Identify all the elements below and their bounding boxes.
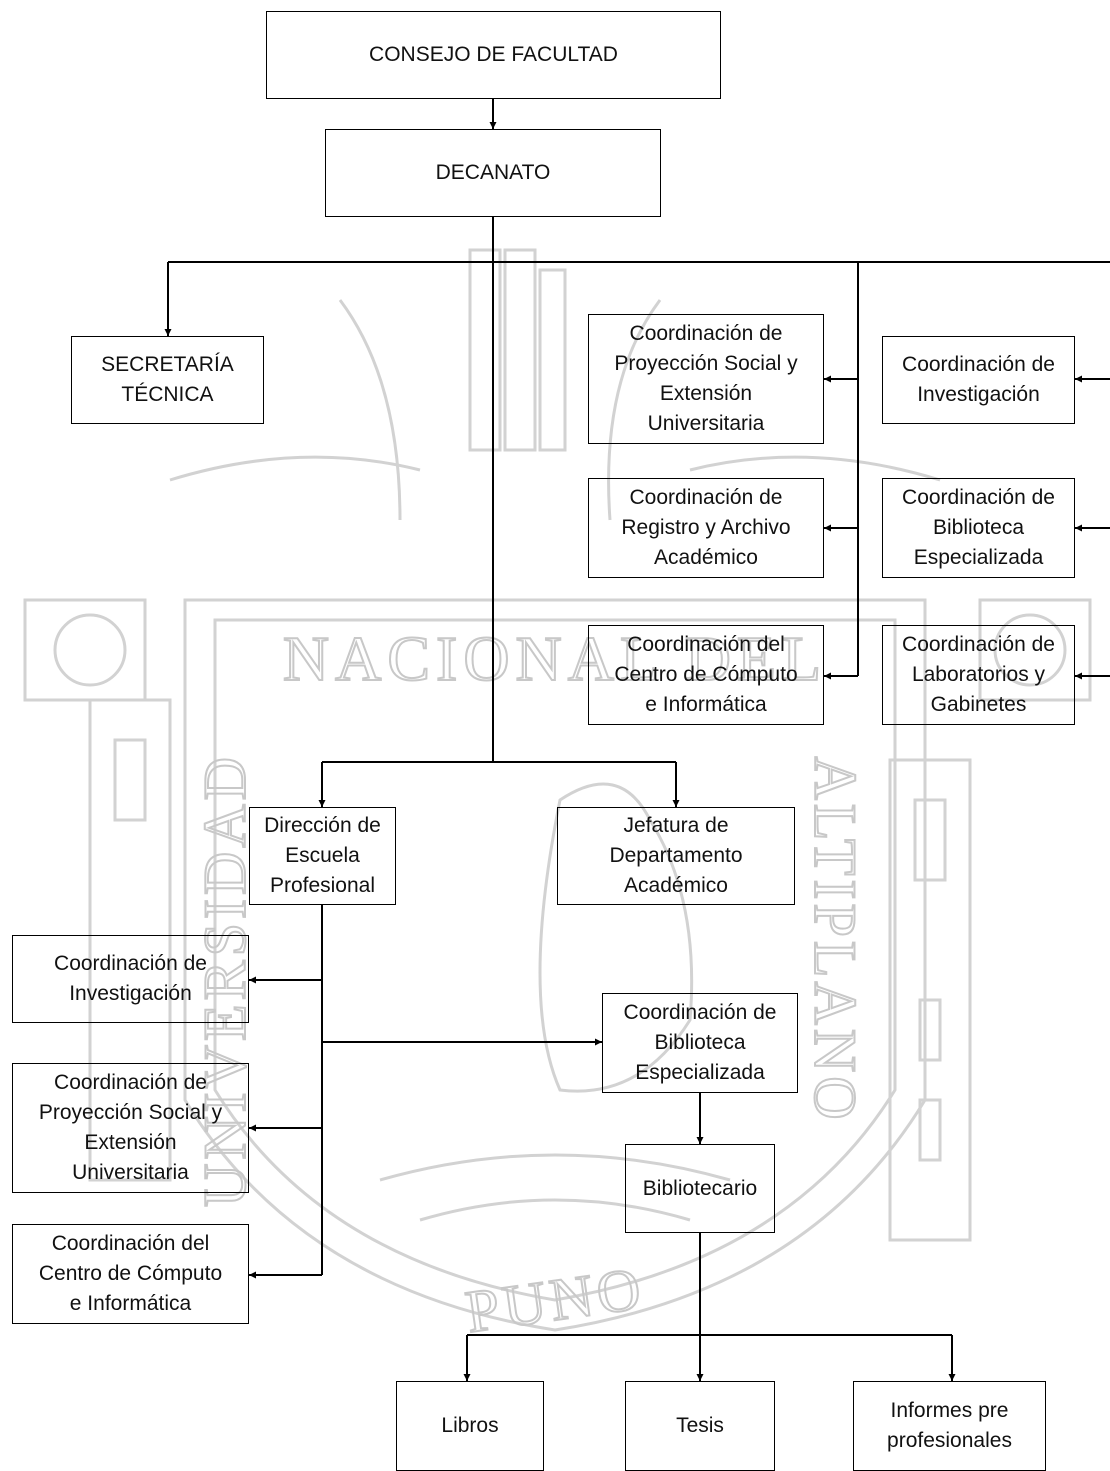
node-coord-proyeccion-social-top: Coordinación de Proyección Social y Exte… xyxy=(588,314,824,444)
node-tesis: Tesis xyxy=(625,1381,775,1471)
watermark-word-left: UNIVERSIDAD xyxy=(192,753,258,1207)
watermark-word-right: ALTIPLANO xyxy=(802,756,868,1123)
node-coord-laboratorios: Coordinación de Laboratorios y Gabinetes xyxy=(882,625,1075,725)
node-coord-investigacion-top: Coordinación de Investigación xyxy=(882,336,1075,424)
node-consejo-de-facultad: CONSEJO DE FACULTAD xyxy=(266,11,721,99)
node-coord-investigacion-left: Coordinación de Investigación xyxy=(12,935,249,1023)
node-jefatura-departamento: Jefatura de Departamento Académico xyxy=(557,807,795,905)
node-secretaria-tecnica: SECRETARÍA TÉCNICA xyxy=(71,336,264,424)
node-informes-pre-profesionales: Informes pre profesionales xyxy=(853,1381,1046,1471)
watermark-word-top: NACIONAL DEL xyxy=(283,623,827,694)
node-coord-biblioteca-center: Coordinación de Biblioteca Especializada xyxy=(602,993,798,1093)
node-coord-centro-computo-top: Coordinación del Centro de Cómputo e Inf… xyxy=(588,625,824,725)
node-decanato: DECANATO xyxy=(325,129,661,217)
node-coord-centro-computo-left: Coordinación del Centro de Cómputo e Inf… xyxy=(12,1224,249,1324)
node-coord-biblioteca-top: Coordinación de Biblioteca Especializada xyxy=(882,478,1075,578)
node-coord-registro-archivo: Coordinación de Registro y Archivo Acadé… xyxy=(588,478,824,578)
node-bibliotecario: Bibliotecario xyxy=(625,1144,775,1233)
node-libros: Libros xyxy=(396,1381,544,1471)
node-coord-proyeccion-social-left: Coordinación de Proyección Social y Exte… xyxy=(12,1063,249,1193)
node-direccion-escuela: Dirección de Escuela Profesional xyxy=(249,807,396,905)
